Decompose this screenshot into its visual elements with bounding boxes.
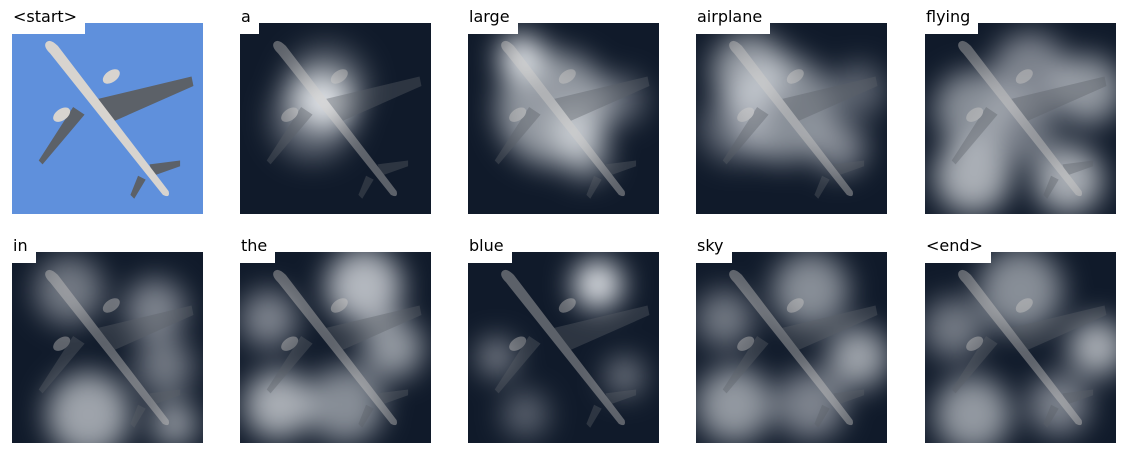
- attention-panel: <start>: [12, 6, 203, 214]
- panel-image: [696, 23, 887, 214]
- word-label: sky: [696, 235, 732, 263]
- word-label: airplane: [696, 6, 771, 34]
- attention-spot: [595, 74, 646, 125]
- attention-spot: [1033, 145, 1103, 214]
- airplane-shape: [722, 269, 878, 428]
- airplane-shape: [722, 40, 878, 199]
- attention-panel: flying: [925, 6, 1116, 214]
- attention-spot: [696, 366, 773, 443]
- airplane-shape: [951, 269, 1107, 428]
- attention-panel: blue: [468, 235, 659, 443]
- attention-spot: [1028, 374, 1090, 436]
- attention-map: [934, 32, 1116, 214]
- attention-spot: [605, 357, 644, 396]
- attention-panel: the: [240, 235, 431, 443]
- attention-spot: [477, 337, 516, 377]
- panel-canvas: [925, 252, 1116, 443]
- panel-canvas: [12, 252, 203, 443]
- attention-map: [696, 252, 887, 443]
- attention-map: [699, 32, 886, 174]
- attention-map: [496, 34, 646, 180]
- attention-spot: [283, 44, 368, 129]
- panel-image: [12, 23, 203, 214]
- attention-spot: [46, 372, 131, 443]
- attention-spot: [563, 133, 610, 180]
- panel-image: [696, 252, 887, 443]
- panel-image: [240, 252, 431, 443]
- attention-panel: <end>: [925, 235, 1116, 443]
- panel-canvas: [240, 23, 431, 214]
- airplane-shape: [266, 40, 422, 199]
- panel-canvas: [468, 23, 659, 214]
- panel-image: [925, 23, 1116, 214]
- attention-spot: [986, 93, 1055, 163]
- panel-canvas: [240, 252, 431, 443]
- panel-canvas: [696, 23, 887, 214]
- attention-spot: [502, 391, 549, 438]
- attention-panel: in: [12, 235, 203, 443]
- panel-canvas: [925, 23, 1116, 214]
- attention-spot: [325, 252, 403, 325]
- word-label: flying: [925, 6, 979, 34]
- panel-image: [240, 23, 431, 214]
- attention-spot: [240, 290, 298, 348]
- attention-spot: [1052, 55, 1116, 125]
- panel-canvas: [12, 23, 203, 214]
- word-label: blue: [468, 235, 512, 263]
- attention-map: [477, 259, 644, 438]
- airplane-shape: [494, 269, 650, 428]
- attention-spot: [362, 316, 424, 379]
- attention-spot: [991, 32, 1069, 109]
- word-label: the: [240, 235, 276, 263]
- attention-panel: large: [468, 6, 659, 214]
- attention-spot: [1068, 318, 1116, 377]
- word-label: <end>: [925, 235, 991, 263]
- attention-panel: a: [240, 6, 431, 214]
- attention-map: [34, 255, 198, 443]
- panel-canvas: [468, 252, 659, 443]
- attention-panel: airplane: [696, 6, 887, 214]
- airplane-shape: [38, 40, 194, 199]
- attention-spot: [136, 337, 194, 396]
- panel-image: [468, 252, 659, 443]
- attention-spot: [827, 326, 887, 388]
- attention-map: [925, 252, 1116, 443]
- attention-spot: [772, 252, 849, 329]
- attention-spot: [124, 278, 186, 340]
- attention-spot: [696, 290, 754, 348]
- attention-map: [270, 44, 368, 161]
- attention-spot: [34, 255, 104, 325]
- airplane-shape: [951, 40, 1107, 199]
- attention-spot: [306, 366, 384, 443]
- attention-spot: [812, 120, 866, 174]
- word-label: in: [12, 235, 36, 263]
- attention-panel: sky: [696, 235, 887, 443]
- attention-spot: [934, 137, 1011, 214]
- attention-spot: [925, 297, 985, 359]
- panel-image: [12, 252, 203, 443]
- panel-image: [925, 252, 1116, 443]
- airplane-shape: [38, 269, 194, 428]
- attention-spot: [831, 63, 886, 117]
- attention-spot: [699, 93, 769, 163]
- word-label: <start>: [12, 6, 86, 34]
- attention-map: [240, 252, 424, 443]
- airplane-shape: [266, 269, 422, 428]
- attention-spot: [243, 370, 313, 440]
- attention-spot: [934, 376, 1011, 443]
- attention-spot: [573, 259, 623, 310]
- word-label: large: [468, 6, 518, 34]
- attention-spot: [776, 370, 845, 440]
- word-label: a: [240, 6, 259, 34]
- attention-spot: [978, 252, 1063, 333]
- attention-spot: [151, 400, 198, 443]
- airplane-shape: [494, 40, 650, 199]
- panel-image: [468, 23, 659, 214]
- panel-canvas: [696, 252, 887, 443]
